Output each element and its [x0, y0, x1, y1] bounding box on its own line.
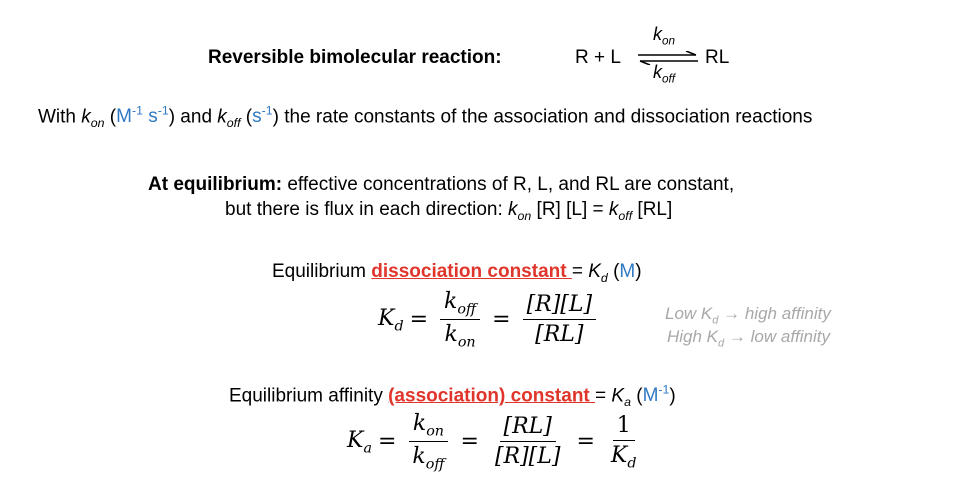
equilibrium-bold: At equilibrium: — [148, 174, 283, 195]
kon-k: k — [653, 24, 662, 44]
rate-unit-2: s-1 — [252, 104, 273, 128]
kd-lhs: Kd — [378, 305, 404, 335]
equilibrium-rest: effective concentrations of R, L, and RL… — [282, 174, 735, 195]
rate-koff: k — [217, 106, 227, 128]
reaction-kon: kon — [653, 24, 675, 48]
koff-k: k — [653, 62, 662, 82]
equilibrium-arrows-icon — [638, 51, 698, 65]
rate-text-5: ) the rate constants of the association … — [272, 106, 813, 128]
kd-formula: Kd = koff kon = [R][L] [RL] — [378, 289, 602, 351]
association-highlight: (association) constant — [388, 385, 596, 407]
rate-text-2: ( — [104, 106, 117, 128]
koff-sub: off — [662, 72, 675, 86]
association-heading: Equilibrium affinity (association) const… — [229, 383, 676, 410]
dissociation-unit: M — [619, 261, 636, 282]
rate-kon: k — [81, 106, 91, 128]
kd-fraction-rates: koff kon — [440, 289, 481, 351]
ka-formula: Ka = kon koff = [RL] [R][L] = 1 Kd — [347, 411, 646, 473]
kd-fraction-concentrations: [R][L] [RL] — [522, 292, 597, 347]
reaction-title: Reversible bimolecular reaction: — [208, 47, 502, 68]
reaction-product: RL — [705, 47, 730, 68]
rate-unit-1: M-1 s-1 — [116, 104, 169, 128]
note-low-kd: Low Kd → high affinity — [665, 304, 831, 327]
reaction-koff: koff — [653, 62, 675, 86]
association-unit: M-1 — [642, 383, 670, 407]
ka-lhs: Ka — [347, 427, 372, 457]
rate-text-1: With — [38, 106, 82, 128]
rate-koff-sub: off — [226, 116, 241, 131]
rate-text-3: ) and — [168, 106, 218, 128]
ka-fraction-rates: kon koff — [408, 411, 449, 473]
rate-text-4: ( — [240, 106, 253, 128]
ka-fraction-concentrations: [RL] [R][L] — [494, 414, 561, 470]
rate-constants-line: With kon (M-1 s-1) and koff (s-1) the ra… — [38, 104, 812, 130]
dissociation-heading: Equilibrium dissociation constant = Kd (… — [272, 261, 642, 285]
kon-sub: on — [662, 34, 676, 48]
dissociation-highlight: dissociation constant — [371, 261, 572, 282]
note-high-kd: High Kd → low affinity — [667, 327, 830, 350]
equilibrium-line-2: but there is flux in each direction: kon… — [225, 199, 673, 223]
reaction-reactants: R + L — [575, 47, 621, 68]
equilibrium-line-1: At equilibrium: effective concentrations… — [148, 174, 734, 196]
ka-fraction-reciprocal: 1 Kd — [610, 412, 637, 472]
rate-kon-sub: on — [90, 116, 105, 131]
